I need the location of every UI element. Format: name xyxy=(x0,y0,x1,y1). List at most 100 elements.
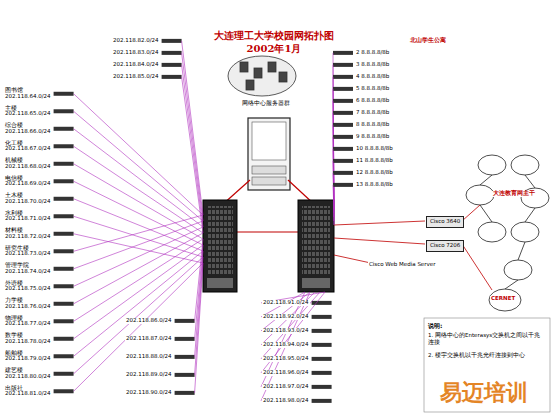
switch-icon xyxy=(312,385,332,389)
switch-icon xyxy=(54,179,74,183)
node-text: 202.118.98.0/24 xyxy=(263,398,309,404)
diagram-title: 大连理工大学校园网拓扑图 2002年1月 xyxy=(208,30,340,55)
switch-label: 出版社202.118.81.0/24 xyxy=(4,386,52,398)
node-text: 202.118.67.0/24 xyxy=(5,146,51,152)
switch-icon xyxy=(54,144,74,148)
switch-label: 202.118.89.0/24 xyxy=(125,372,173,378)
switch-label: 202.118.87.0/24 xyxy=(125,336,173,342)
switch-label: 材料楼202.118.72.0/24 xyxy=(4,228,52,240)
link-line xyxy=(182,77,203,233)
switch-icon xyxy=(162,51,182,55)
note-text: 1. 网络中心的Enterasys交换机之间以千兆连接 xyxy=(428,332,546,346)
switch-label: 机械楼202.118.68.0/24 xyxy=(4,158,52,170)
switch-icon xyxy=(175,337,195,341)
link-line xyxy=(195,251,203,357)
node-text: 202.118.86.0/24 xyxy=(126,318,172,324)
switch-icon xyxy=(312,399,332,403)
switch-label: 电信楼202.118.69.0/24 xyxy=(4,176,52,188)
node-text: Cisco Web Media Server xyxy=(369,262,435,268)
switch-label: 主楼202.118.65.0/24 xyxy=(4,106,52,118)
switch-icon xyxy=(54,109,74,113)
link-line xyxy=(195,263,203,393)
server-cloud-cluster xyxy=(228,56,296,96)
node-text: 4 8.8.8.8/8b xyxy=(356,74,389,80)
building-label: 北山学生公寓 xyxy=(410,36,446,45)
link-line xyxy=(74,94,203,215)
node-text: 202.118.97.0/24 xyxy=(263,384,309,390)
switch-label: 数学楼202.118.78.0/24 xyxy=(4,333,52,345)
node-text: 202.118.69.0/24 xyxy=(5,181,51,187)
switch-label: 202.118.95.0/24 xyxy=(262,356,310,362)
link-line xyxy=(74,233,203,304)
switch-label: 202.118.96.0/24 xyxy=(262,370,310,376)
device-box: Cisco 7206 xyxy=(426,240,464,252)
switch-label: 图书馆202.118.64.0/24 xyxy=(4,88,52,100)
switch-label: 202.118.93.0/24 xyxy=(262,328,310,334)
node-text: 202.118.74.0/24 xyxy=(5,269,51,275)
switch-label: 202.118.90.0/24 xyxy=(125,390,173,396)
link-line xyxy=(74,216,203,257)
switch-icon xyxy=(54,127,74,131)
switch-icon xyxy=(312,329,332,333)
node-text: 202.118.90.0/24 xyxy=(126,390,172,396)
switch-icon xyxy=(162,75,182,79)
node-text: Cisco 7206 xyxy=(430,243,460,249)
node-text: 202.118.66.0/24 xyxy=(5,129,51,135)
link-line xyxy=(74,251,203,356)
node-text: 202.118.93.0/24 xyxy=(263,328,309,334)
node-text: 202.118.71.0/24 xyxy=(5,216,51,222)
switch-label: 7 8.8.8.8/8b xyxy=(355,110,390,116)
switch-icon xyxy=(312,371,332,375)
switch-label: 202.118.97.0/24 xyxy=(262,384,310,390)
switch-label: 管理学院202.118.74.0/24 xyxy=(4,263,52,275)
switch-icon xyxy=(162,39,182,43)
node-text: 202.118.81.0/24 xyxy=(5,391,51,397)
switch-icon xyxy=(333,75,353,79)
node-text: 202.118.89.0/24 xyxy=(126,372,172,378)
switch-label: 3 8.8.8.8/8b xyxy=(355,62,390,68)
switch-icon xyxy=(54,197,74,201)
switch-label: 4 8.8.8.8/8b xyxy=(355,74,390,80)
link-line xyxy=(74,245,203,339)
switch-label: 13 8.8.8.8/8b xyxy=(355,182,394,188)
switch-icon xyxy=(333,123,353,127)
switch-icon xyxy=(175,319,195,323)
node-text: 202.118.72.0/24 xyxy=(5,234,51,240)
node-text: 11 8.8.8.8/8b xyxy=(356,158,393,164)
switch-label: 2 8.8.8.8/8b xyxy=(355,50,390,56)
link-line xyxy=(74,257,203,374)
switch-label: 物理楼202.118.77.0/24 xyxy=(4,316,52,328)
node-text: 202.118.94.0/24 xyxy=(263,342,309,348)
switch-icon xyxy=(333,87,353,91)
switch-label: 船舶楼202.118.79.0/24 xyxy=(4,351,52,363)
node-text: 202.118.83.0/24 xyxy=(113,50,159,56)
device-box: CERNET xyxy=(490,296,516,302)
switch-label: 土木楼202.118.70.0/24 xyxy=(4,193,52,205)
node-text: 202.118.82.0/24 xyxy=(113,38,159,44)
switch-icon xyxy=(333,159,353,163)
switch-label: 202.118.91.0/24 xyxy=(262,300,310,306)
node-text: 202.118.75.0/24 xyxy=(5,286,51,292)
node-text: 202.118.87.0/24 xyxy=(126,336,172,342)
link-line xyxy=(74,234,203,263)
switch-icon xyxy=(54,249,74,253)
link-line xyxy=(74,129,203,227)
switch-icon xyxy=(54,389,74,393)
node-text: 202.118.92.0/24 xyxy=(263,314,309,320)
switch-icon xyxy=(54,354,74,358)
node-text: 2 8.8.8.8/8b xyxy=(356,50,389,56)
node-text: 202.118.84.0/24 xyxy=(113,62,159,68)
switch-icon xyxy=(54,214,74,218)
node-text: 10 8.8.8.8/8b xyxy=(356,146,393,152)
switch-icon xyxy=(333,99,353,103)
switch-label: 外语楼202.118.75.0/24 xyxy=(4,281,52,293)
link-line xyxy=(195,257,203,375)
switch-icon xyxy=(54,267,74,271)
switch-label: 202.118.84.0/24 xyxy=(112,62,160,68)
switch-label: 建艺楼202.118.80.0/24 xyxy=(4,368,52,380)
switch-icon xyxy=(54,319,74,323)
node-text: 202.118.79.0/24 xyxy=(5,356,51,362)
switch-icon xyxy=(312,315,332,319)
switch-icon xyxy=(333,111,353,115)
node-text: 202.118.64.0/24 xyxy=(5,94,51,100)
